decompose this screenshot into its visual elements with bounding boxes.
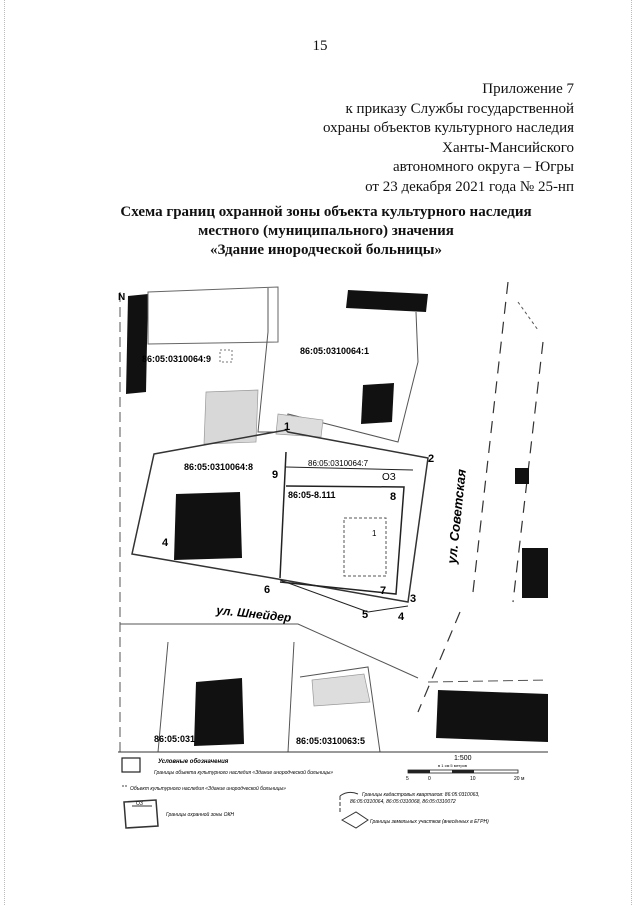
object-label: 86:05-8.111 [288,490,336,500]
appendix-line: автономного округа – Югры [392,159,574,175]
street-name-shneider: ул. Шнейдер [215,603,292,625]
boundary-point: 1 [284,421,290,433]
hatched-area [311,673,371,707]
object-building-outline [343,517,387,577]
appendix-line: к приказу Службы государственной [345,100,575,117]
boundary-map: N 86:05:0310064:9 86:05:0310064:1 86:05:… [118,282,548,752]
boundary-line [279,579,369,613]
scale-sub: в 1 см 5 метров [438,763,467,768]
street-border [427,679,548,683]
parcel-label: 86:05:0310064:7 [308,459,369,468]
zone-label: ОЗ [382,472,396,483]
object-boundary-icon [121,757,141,773]
scan-edge-right [631,0,634,905]
street-border [120,623,419,679]
hatched-area [203,389,259,445]
boundary-point: 4 [398,611,405,623]
scale-tick: 5 [406,776,409,782]
scale-label: 1:500 [454,755,472,762]
appendix-line: от 23 декабря 2021 года № 25-нп [365,178,574,195]
boundary-line [285,466,414,471]
building-dark [436,690,548,742]
small-structure [219,349,233,363]
street-border [517,301,539,331]
boundary-point: 9 [272,469,278,481]
boundary-point: 5 [362,609,368,621]
legend-zone-sample: ОЗ [136,801,143,807]
boundary-point: 7 [380,585,386,597]
building-number: 1 [372,529,377,538]
appendix-line: Ханты-Мансийского [442,139,574,156]
appendix-line: Приложение 7 [482,81,574,97]
legend-object-boundary: Границы объекта культурного наследия «Зд… [154,769,333,776]
title-line: Схема границ охранной зоны объекта культ… [120,204,532,220]
parcel-label: 86:05:0310063:5 [296,736,365,746]
building-dark [515,468,529,484]
street-border [472,282,509,593]
legend-land-plots: Границы земельных участков (внесённых в … [370,819,489,825]
legend-object: Объект культурного наследия «Здание инор… [130,785,286,792]
scale-tick: 0 [428,776,431,782]
land-plot [147,286,279,345]
protection-zone-icon [123,799,159,829]
parcel-label: 86:05:0310064:8 [184,462,253,472]
page-number: 15 [312,38,328,54]
parcel-label: 86:05:0310064:1 [300,346,369,356]
boundary-line [279,451,287,579]
appendix-line: охраны объектов культурного наследия [322,120,574,136]
parcel-label: 86:05:0310064:9 [142,354,211,364]
protection-zone-boundary [131,429,429,603]
object-boundary [279,485,405,595]
building-dark [174,492,242,560]
boundary-point: 3 [410,593,416,605]
appendix-block: Приложение 7 к приказу Службы государств… [323,80,574,197]
boundary-point: 6 [264,584,270,596]
building-dark [126,294,148,394]
scale-bar-segment [452,770,474,773]
street-border [417,611,461,713]
document-title: Схема границ охранной зоны объекта культ… [0,203,640,260]
scale-tick: 10 [470,776,476,782]
land-plot [299,666,381,752]
scan-edge-left [4,0,7,905]
scale-bar-segment [408,770,430,773]
map-legend: Условные обозначения Границы объекта кул… [118,751,548,829]
building-dark [346,290,428,312]
title-line: местного (муниципального) значения [198,223,454,239]
legend-cadastral-blocks: Границы кадастровых кварталов: 86:05:031… [362,792,480,798]
scale-tick: 20 м [514,776,525,782]
cadastral-block-icon [339,791,359,797]
building-dark [361,383,394,424]
land-plot [287,641,295,752]
north-mark: N [118,292,125,303]
boundary-line [367,605,409,613]
land-plot-icon [340,811,369,829]
parcel-label: 86:05:031 [154,734,195,744]
legend-heading: Условные обозначения [158,758,229,765]
legend-cadastral-blocks-2: 86:05:0310064, 86:05:0310068, 86:05:0310… [350,799,456,805]
boundary-point: 2 [428,453,434,465]
boundary-point: 8 [390,491,396,503]
street-name-sovetskaya: ул. Советская [444,468,469,565]
title-line: «Здание инородческой больницы» [210,242,442,258]
building-dark [522,548,548,598]
building-dark [194,678,244,746]
legend-protection-zone: Границы охранной зоны ОКН [166,811,234,818]
land-plot [157,641,169,752]
boundary-point: 4 [162,537,169,549]
